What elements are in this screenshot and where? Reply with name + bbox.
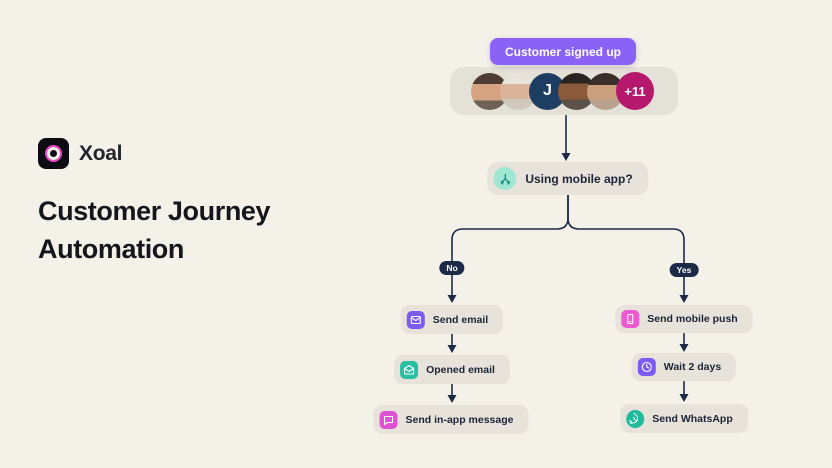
brand: Xoal: [38, 138, 122, 169]
brand-name: Xoal: [79, 141, 123, 165]
condition-node[interactable]: Using mobile app?: [487, 162, 649, 195]
condition-label: Using mobile app?: [525, 171, 633, 186]
clock-icon: [637, 358, 656, 376]
step-label: Send WhatsApp: [652, 412, 733, 425]
step-label: Send in-app message: [405, 413, 514, 426]
trigger-node[interactable]: Customer signed up: [489, 38, 637, 65]
step-send-inapp-message[interactable]: Send in-app message: [373, 405, 529, 434]
branch-label-no: No: [439, 261, 465, 275]
step-send-mobile-push[interactable]: Send mobile push: [615, 305, 753, 333]
audience-node[interactable]: J +11: [450, 67, 678, 115]
step-label: Send email: [432, 313, 489, 326]
logo-ring-icon: [47, 147, 60, 160]
step-opened-email[interactable]: Opened email: [394, 355, 510, 384]
avatar-overflow-count: +11: [616, 72, 654, 110]
branch-split-icon: [493, 167, 517, 190]
chat-bubble-icon: [379, 410, 398, 429]
whatsapp-icon: [626, 409, 645, 428]
step-send-whatsapp[interactable]: Send WhatsApp: [620, 404, 748, 433]
step-send-email[interactable]: Send email: [400, 305, 504, 334]
xoal-logo-icon: [38, 138, 69, 169]
email-open-icon: [400, 360, 419, 379]
email-icon: [406, 310, 425, 329]
mobile-phone-icon: [621, 310, 640, 328]
step-wait-2-days[interactable]: Wait 2 days: [631, 353, 737, 381]
step-label: Send mobile push: [647, 313, 738, 325]
branch-label-yes: Yes: [669, 263, 699, 277]
page-title: Customer Journey Automation: [38, 196, 271, 264]
step-label: Wait 2 days: [663, 361, 722, 373]
step-label: Opened email: [426, 363, 495, 376]
